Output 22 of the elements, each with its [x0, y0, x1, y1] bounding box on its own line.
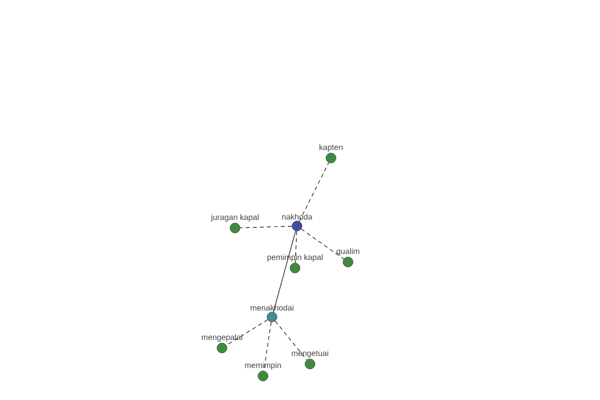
node-label: mengepalai [202, 334, 242, 342]
node-label: juragan kapal [210, 214, 258, 222]
graph-node: nakhoda [282, 214, 312, 232]
connector-line [226, 319, 268, 346]
connector-line [300, 228, 344, 260]
node-label: mengetuai [292, 350, 328, 358]
connector-line [294, 230, 298, 264]
graph-node: mengetuai [292, 350, 328, 370]
node-label: nakhoda [282, 214, 312, 220]
connector-line [240, 226, 292, 228]
graph-node: juragan kapal [210, 214, 258, 234]
node-label: qualim [336, 248, 360, 256]
graph-node: qualim [336, 248, 360, 268]
connector-line [299, 162, 329, 222]
node-label: memimpin [245, 362, 281, 370]
graph-node: mengepalai [202, 334, 242, 354]
connector-line [274, 320, 308, 360]
graph-node: kapten [320, 144, 342, 164]
connector-line [273, 230, 296, 312]
connector-line [263, 322, 272, 372]
node-label: kapten [320, 144, 342, 152]
graph-node: memimpin [245, 362, 281, 382]
